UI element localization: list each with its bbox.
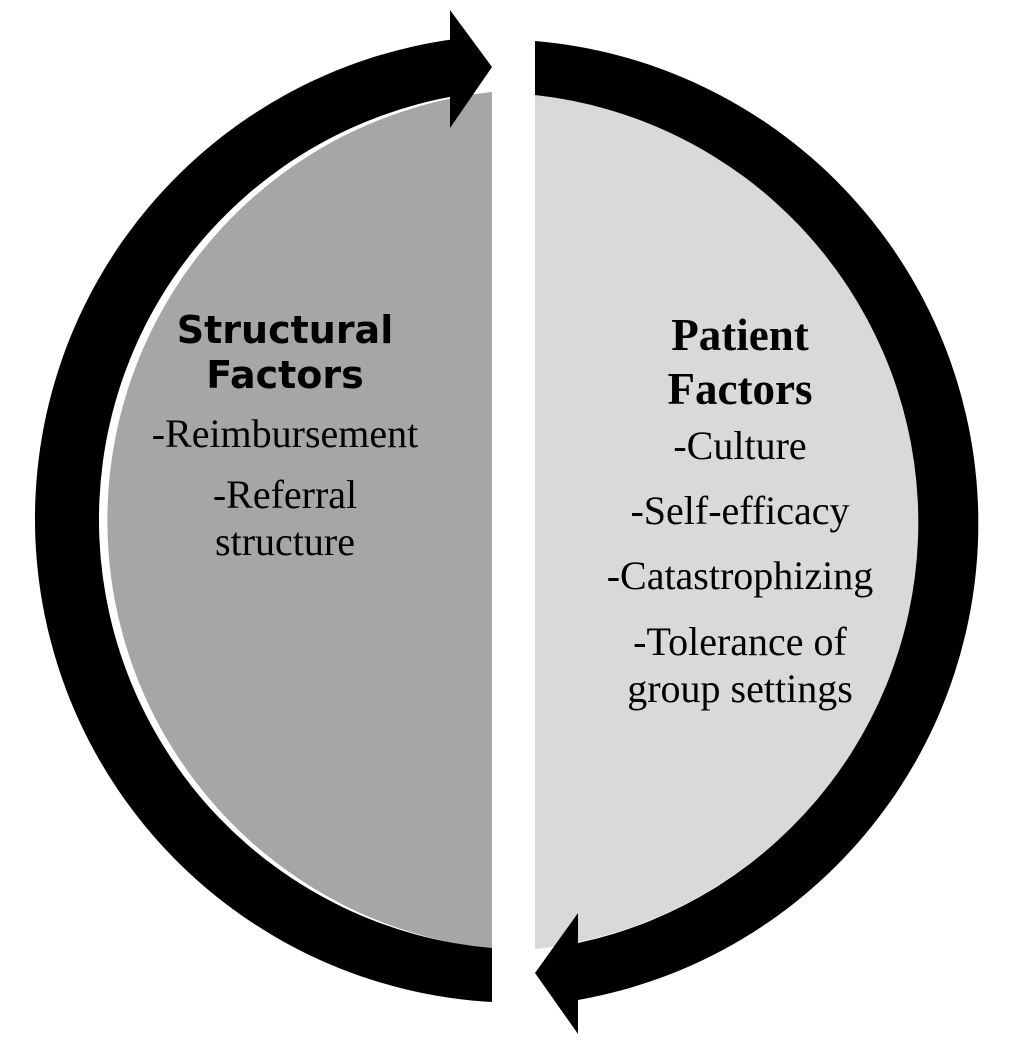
patient-item-catastrophizing: -Catastrophizing — [606, 553, 874, 599]
patient-title-line-1: Patient — [671, 310, 809, 360]
left-arrow-arc — [34, 39, 492, 1002]
right-arrow-arc — [535, 41, 979, 1000]
patient-factors-title: Patient Factors — [560, 308, 920, 416]
left-half-fill — [107, 92, 492, 949]
patient-factors-block: Patient Factors -Culture -Self-efficacy … — [560, 308, 920, 712]
bottom-arrowhead — [535, 913, 578, 1034]
structural-factors-block: Structural Factors -Reimbursement -Refer… — [110, 308, 460, 565]
structural-item-referral: -Referral structure — [212, 471, 358, 565]
top-arrowhead — [450, 10, 492, 128]
structural-item-reimbursement: -Reimbursement — [151, 410, 419, 456]
structural-title-line-2: Factors — [206, 352, 364, 397]
right-half-fill — [535, 92, 920, 949]
structural-factors-list: -Reimbursement -Referral structure — [110, 410, 460, 566]
structural-title-line-1: Structural — [176, 308, 394, 352]
patient-factors-list: -Culture -Self-efficacy -Catastrophizing… — [560, 422, 920, 712]
patient-item-culture: -Culture — [673, 423, 807, 468]
structural-factors-title: Structural Factors — [110, 308, 460, 398]
patient-title-line-2: Factors — [667, 364, 813, 414]
patient-item-tolerance: -Tolerance of group settings — [627, 618, 853, 711]
patient-item-self-efficacy: -Self-efficacy — [630, 488, 850, 534]
